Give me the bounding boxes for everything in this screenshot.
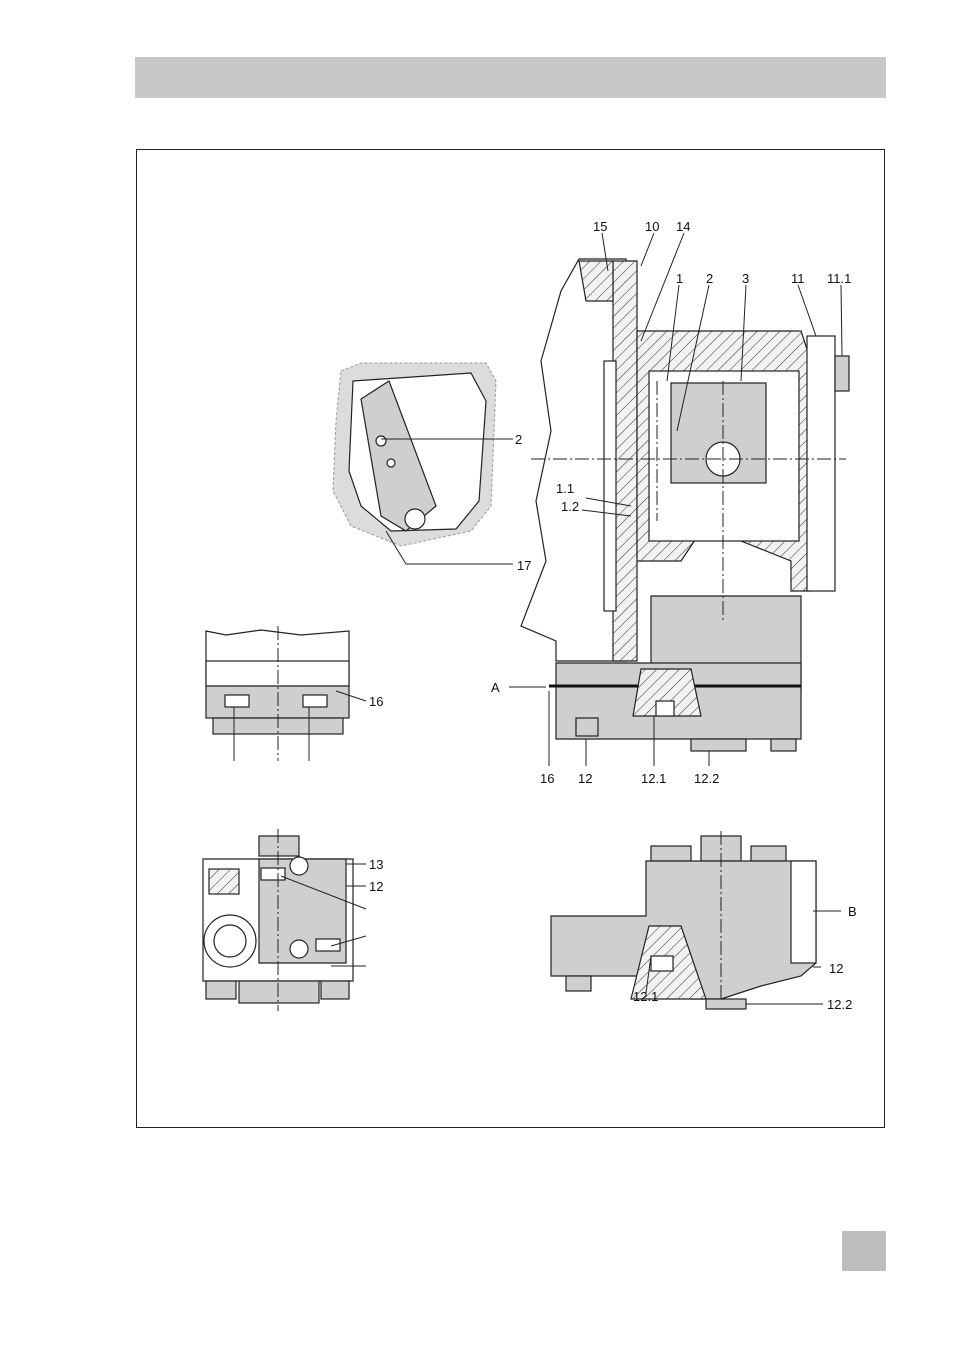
lever-detail-view — [333, 363, 513, 564]
label-17: 17 — [517, 558, 531, 573]
label-15: 15 — [593, 219, 607, 234]
technical-drawing: 15 10 14 1 2 3 11 11.1 2 1.1 1.2 17 16 A… — [137, 150, 886, 1129]
bottom-view-12 — [551, 831, 841, 1009]
bottom-view-13 — [203, 829, 366, 1011]
figure-frame: 15 10 14 1 2 3 11 11.1 2 1.1 1.2 17 16 A… — [136, 149, 885, 1128]
label-2-top: 2 — [706, 271, 713, 286]
label-1-1: 1.1 — [556, 481, 574, 496]
side-view-16 — [206, 626, 366, 761]
label-13: 13 — [369, 857, 383, 872]
label-12-1-right: 12.1 — [633, 989, 658, 1004]
main-section-view — [509, 233, 849, 766]
label-10: 10 — [645, 219, 659, 234]
label-12-1-main: 12.1 — [641, 771, 666, 786]
label-3: 3 — [742, 271, 749, 286]
label-12-left: 12 — [369, 879, 383, 894]
label-1-2: 1.2 — [561, 499, 579, 514]
label-12-2-main: 12.2 — [694, 771, 719, 786]
label-11: 11 — [791, 271, 805, 286]
label-14: 14 — [676, 219, 690, 234]
label-12-2-right: 12.2 — [827, 997, 852, 1012]
label-A: A — [491, 680, 500, 695]
label-1: 1 — [676, 271, 683, 286]
header-bar — [135, 57, 886, 98]
label-11-1: 11.1 — [827, 271, 851, 286]
label-12-main: 12 — [578, 771, 592, 786]
label-B: B — [848, 904, 857, 919]
label-12-right: 12 — [829, 961, 843, 976]
label-16: 16 — [540, 771, 554, 786]
label-16-left: 16 — [369, 694, 383, 709]
label-2-detail: 2 — [515, 432, 522, 447]
page-tab — [842, 1231, 886, 1271]
